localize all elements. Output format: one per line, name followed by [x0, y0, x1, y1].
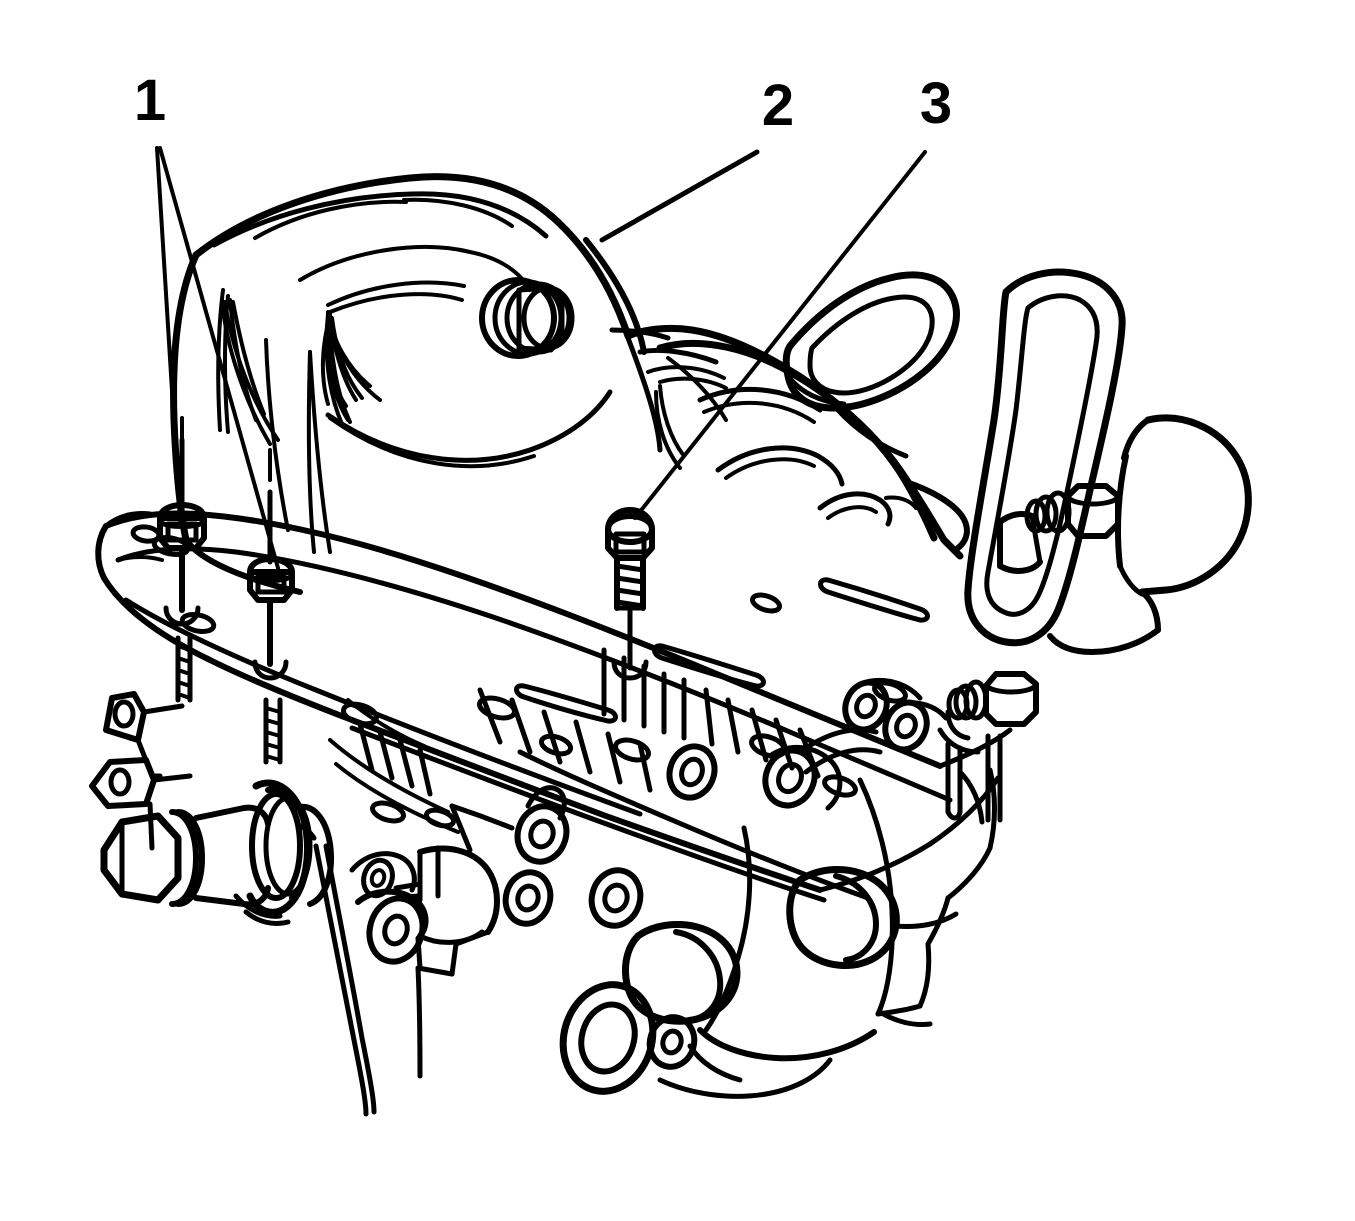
lower-bracket	[349, 845, 500, 977]
callout-label-1: 1	[134, 68, 166, 133]
cable-bundle	[297, 823, 423, 1117]
tube-fittings	[797, 678, 949, 775]
bracket-arm-upper	[782, 271, 960, 459]
stud-nut	[937, 671, 1039, 823]
flange-left-detail	[103, 511, 164, 562]
shaft-with-bolt	[89, 691, 334, 927]
cylindrical-boss	[1047, 414, 1252, 655]
oil-pan-cover	[170, 173, 964, 595]
drain-plug	[479, 277, 575, 359]
leader-line-2	[599, 149, 760, 243]
pan-mounting-bolt-right	[247, 448, 295, 765]
callout-label-2: 2	[762, 73, 794, 138]
flange-bolt	[605, 507, 655, 681]
pan-gasket-flange	[95, 510, 1013, 903]
pan-mounting-bolt-left	[157, 416, 207, 703]
callout-label-3: 3	[920, 71, 952, 136]
engine-block	[502, 743, 997, 1099]
